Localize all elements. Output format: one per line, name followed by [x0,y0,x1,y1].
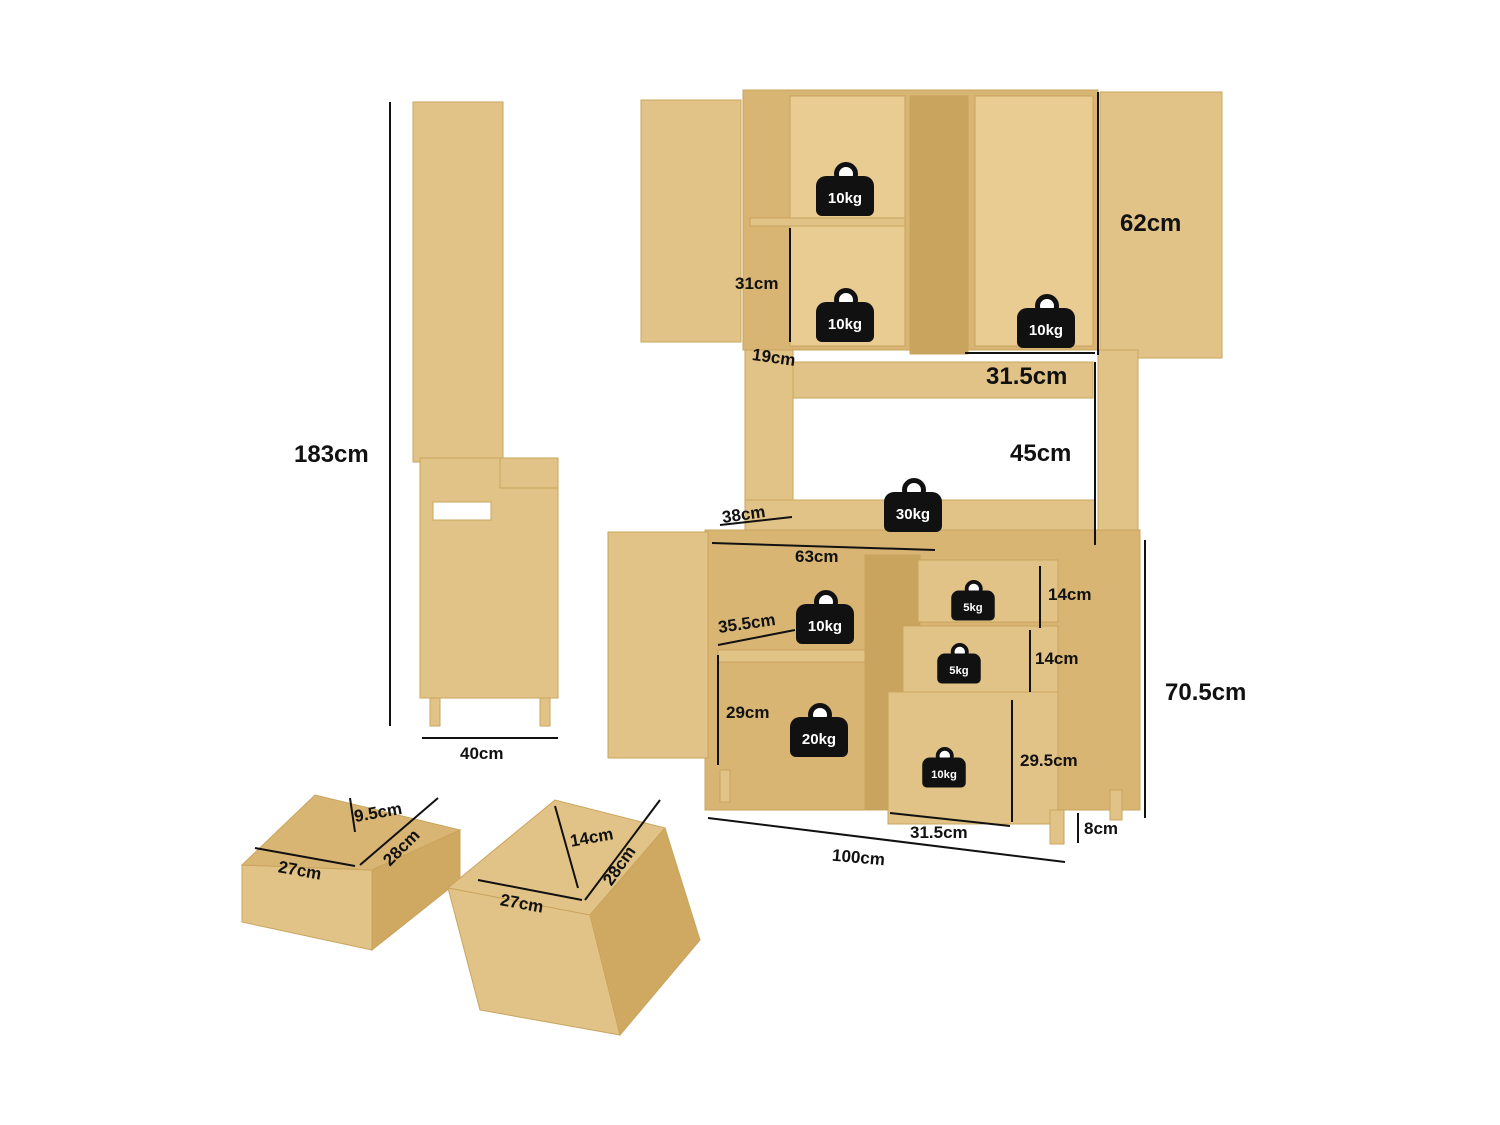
drawer-details [240,794,701,1037]
leg-height-label: 8cm [1084,819,1119,838]
load-label: 10kg [807,618,843,635]
weight-icon: 10kg [922,747,966,789]
base-height-label: 70.5cm [1165,679,1247,706]
weight-icon: 10kg [1017,294,1075,350]
lower-shelf-gap-label: 29cm [726,703,770,722]
weight-icon: 5kg [937,643,981,685]
drawer1-height-label: 14cm [1048,585,1092,604]
open-height-label: 45cm [1010,440,1072,467]
upper-shelf-gap-label: 31cm [735,274,779,293]
drawer2-height-label: 14cm [1035,649,1079,668]
load-label: 5kg [949,664,969,677]
upper-width-label: 31.5cm [986,363,1068,390]
weight-icon: 10kg [796,590,854,646]
weight-icon: 10kg [816,288,874,344]
load-label: 30kg [895,506,931,523]
weight-icon: 10kg [816,162,874,218]
hutch-cabinet [607,89,1223,845]
weight-icon: 20kg [790,703,848,759]
weight-icon: 5kg [951,580,995,622]
drawer-width-label: 31.5cm [910,823,968,842]
side-depth-label: 40cm [460,744,504,763]
drawer3-height-label: 29.5cm [1020,751,1078,770]
upper-height-label: 62cm [1120,210,1182,237]
load-label: 20kg [801,731,837,748]
total-height-label: 183cm [294,441,369,468]
weight-icon: 30kg [884,478,942,534]
dimension-lines [254,92,1146,901]
load-label: 10kg [827,190,863,207]
load-label: 10kg [827,316,863,333]
side-view [412,101,559,727]
load-label: 10kg [931,768,957,781]
load-label: 10kg [1028,322,1064,339]
counter-width-label: 63cm [795,547,839,566]
load-label: 5kg [963,601,983,614]
